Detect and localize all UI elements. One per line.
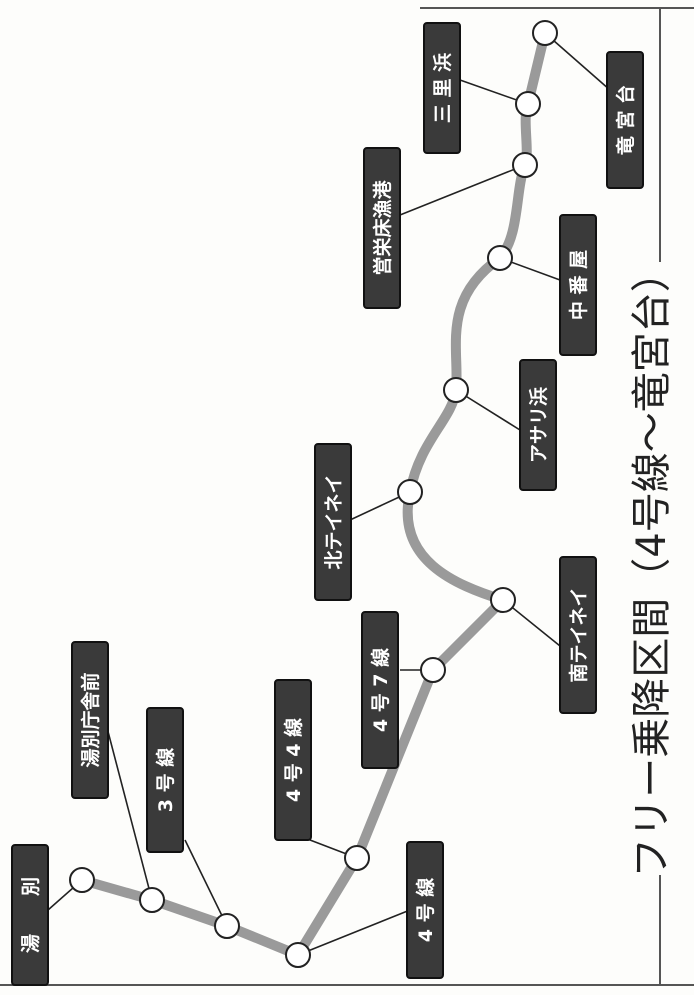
station-markers [69, 20, 558, 968]
station-label-kita[interactable]: 北テイネイ [314, 443, 352, 601]
station-marker-yongou-nanasen[interactable] [420, 657, 446, 683]
station-label-chosha[interactable]: 湯別庁舎前 [71, 641, 109, 799]
station-label-yubetsu[interactable]: 湯 別 [11, 844, 49, 986]
station-label-yongou-yonsen[interactable]: 4 号 4 線 [274, 679, 312, 841]
station-label-yongou-nanasen[interactable]: 4 号 7 線 [361, 611, 399, 769]
leader-yongousen [297, 909, 411, 956]
station-label-tokoyobe[interactable]: 営栄床漁港 [363, 147, 401, 309]
station-label-nakasakaya[interactable]: 中 番 屋 [559, 214, 597, 356]
station-name: 営栄床漁港 [371, 180, 394, 276]
station-marker-kita[interactable] [397, 479, 423, 505]
leader-chosha [104, 719, 153, 901]
station-label-minami[interactable]: 南テイネイ [559, 556, 597, 714]
station-name: 湯別庁舎前 [79, 672, 102, 767]
station-label-ryuguudai[interactable]: 竜 宮 台 [606, 51, 644, 189]
station-name: 4 号 4 線 [282, 718, 305, 802]
station-name: 4 号 7 線 [369, 648, 392, 732]
station-name: 南テイネイ [568, 587, 590, 682]
station-name: 竜 宮 台 [614, 85, 637, 155]
leader-tokoyobe [399, 164, 526, 216]
frame-lines [0, 7, 694, 986]
station-marker-chosha[interactable] [139, 887, 165, 913]
station-marker-ryuguudai[interactable] [532, 20, 558, 46]
station-marker-asari[interactable] [443, 377, 469, 403]
station-name: 3 号 線 [154, 748, 177, 812]
station-marker-mirihama[interactable] [515, 91, 541, 117]
station-marker-yongousen[interactable] [285, 942, 311, 968]
station-marker-yongou-yonsen[interactable] [344, 845, 370, 871]
station-marker-tokoyobe[interactable] [512, 152, 538, 178]
station-label-asari[interactable]: アサリ浜 [519, 359, 557, 491]
map-caption: フリー乗降区間（4号線～竜宮台） [629, 252, 675, 877]
leader-sangousen [184, 839, 228, 927]
station-name: 湯 別 [20, 877, 42, 953]
station-marker-yubetsu[interactable] [69, 867, 95, 893]
station-label-mirihama[interactable]: 三 里 浜 [423, 22, 461, 154]
station-name: 中 番 屋 [567, 250, 590, 320]
leader-minami [502, 599, 566, 651]
leader-ryuguudai [544, 32, 611, 91]
station-marker-minami[interactable] [490, 587, 516, 613]
station-name: 4 号 線 [414, 878, 437, 942]
station-name: 北テイネイ [323, 474, 345, 569]
station-name: 三 里 浜 [432, 53, 454, 123]
station-marker-sangousen[interactable] [214, 913, 240, 939]
station-label-yongousen[interactable]: 4 号 線 [406, 841, 444, 979]
station-name: アサリ浜 [528, 387, 550, 463]
map-title: フリー乗降区間（4号線～竜宮台） [629, 252, 675, 877]
station-label-sangousen[interactable]: 3 号 線 [146, 707, 184, 853]
station-marker-nakasakaya[interactable] [487, 245, 513, 271]
